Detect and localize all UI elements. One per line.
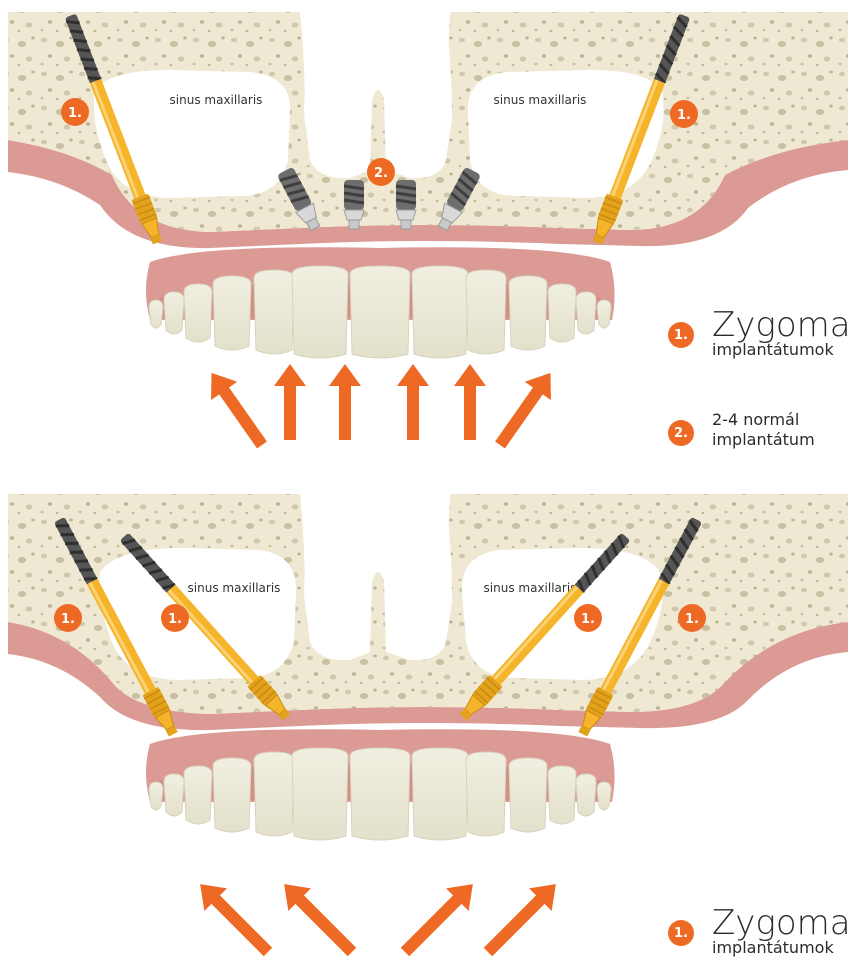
svg-text:1.: 1. [677, 108, 691, 123]
svg-text:1.: 1. [685, 612, 699, 627]
svg-text:1.: 1. [581, 612, 595, 627]
tooth [254, 270, 294, 354]
tooth [466, 270, 506, 354]
arrow-up-icon [487, 364, 564, 454]
arrow-up-icon [394, 873, 485, 960]
top-diagram: sinus maxillaris sinus maxillaris [8, 0, 848, 454]
badge-zygoma-4: 1. [678, 604, 706, 632]
sinus-left [94, 70, 290, 198]
tooth [412, 748, 468, 840]
bottom-diagram: sinus maxillaris sinus maxillaris [8, 482, 848, 960]
badge-zygoma-top-left: 1. [61, 98, 89, 126]
svg-text:1.: 1. [61, 612, 75, 627]
tooth [213, 276, 251, 350]
denture-top [146, 247, 615, 358]
legend-subtitle: implantátumok [712, 940, 834, 956]
badge-icon: 2. [668, 420, 694, 446]
tooth [509, 276, 547, 350]
badge-icon: 1. [668, 322, 694, 348]
badge-zygoma-3: 1. [574, 604, 602, 632]
legend-line-1: 2-4 normál [712, 410, 799, 430]
svg-text:1.: 1. [168, 612, 182, 627]
tooth [164, 774, 184, 816]
tooth [597, 300, 611, 328]
legend-line-2: implantátum [712, 430, 815, 450]
arrow-up-icon [198, 364, 275, 454]
legend-subtitle: implantátumok [712, 342, 834, 358]
badge-normal-implants: 2. [367, 158, 395, 186]
svg-text:1.: 1. [68, 106, 82, 121]
arrow-up-icon [397, 364, 429, 440]
tooth [350, 748, 410, 840]
arrow-up-icon [274, 364, 306, 440]
arrow-up-icon [454, 364, 486, 440]
tooth [597, 782, 611, 810]
badge-zygoma-top-right: 1. [670, 100, 698, 128]
tooth [149, 300, 163, 328]
tooth [184, 766, 212, 824]
tooth [184, 284, 212, 342]
teeth-row [149, 266, 611, 358]
tooth [548, 284, 576, 342]
badge-icon: 1. [668, 920, 694, 946]
arrow-up-icon [329, 364, 361, 440]
legend-title: Zygomat [712, 906, 848, 940]
tooth [149, 782, 163, 810]
arrow-up-icon [189, 873, 280, 960]
denture-bottom [146, 729, 615, 840]
arrow-up-icon [477, 873, 568, 960]
legend-title: Zygomat [712, 308, 848, 342]
tooth [509, 758, 547, 832]
sinus-left-label: sinus maxillaris [170, 93, 263, 107]
force-arrows-bottom [189, 873, 567, 960]
tooth [576, 774, 596, 816]
tooth [213, 758, 251, 832]
sinus-left-label: sinus maxillaris [188, 581, 281, 595]
sinus-right-label: sinus maxillaris [484, 581, 577, 595]
force-arrows-top [198, 364, 563, 454]
tooth [466, 752, 506, 836]
teeth-row [149, 748, 611, 840]
tooth [350, 266, 410, 358]
svg-text:2.: 2. [374, 166, 388, 181]
sinus-right-label: sinus maxillaris [494, 93, 587, 107]
tooth [548, 766, 576, 824]
arrow-up-icon [273, 873, 364, 960]
badge-zygoma-1: 1. [54, 604, 82, 632]
tooth [164, 292, 184, 334]
badge-zygoma-2: 1. [161, 604, 189, 632]
tooth [292, 266, 348, 358]
tooth [576, 292, 596, 334]
tooth [254, 752, 294, 836]
tooth [292, 748, 348, 840]
tooth [412, 266, 468, 358]
